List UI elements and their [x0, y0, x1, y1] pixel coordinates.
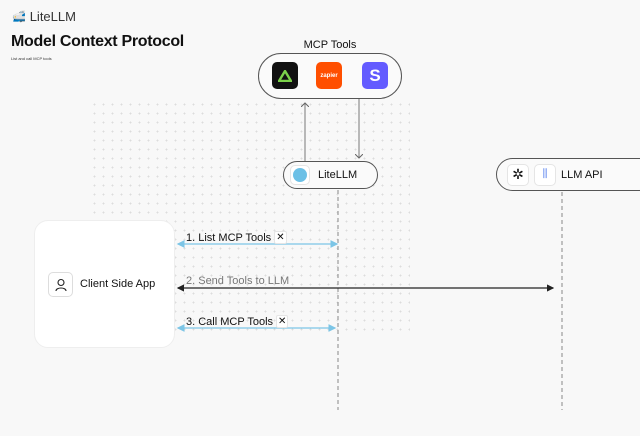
- stripe-icon: S: [362, 62, 388, 89]
- llama-index-icon: ⫼: [534, 163, 556, 186]
- client-side-app-label: Client Side App: [80, 278, 156, 290]
- mcp-tools-title: MCP Tools: [303, 39, 357, 51]
- brand: 🚅 LiteLLM: [12, 9, 76, 24]
- litellm-logo-icon: [290, 165, 310, 185]
- user-icon: [48, 272, 73, 297]
- litellm-logo-icon: 🚅: [12, 11, 26, 23]
- step-3-label: 3. Call MCP Tools ✕: [186, 315, 289, 328]
- openai-icon: ✲: [507, 163, 529, 186]
- page-subtitle: List and call MCP tools: [11, 56, 52, 61]
- llm-api-node: ✲ ⫼ LLM API: [496, 158, 640, 191]
- zapier-icon: zapier: [316, 62, 342, 89]
- arcade-icon: [272, 62, 298, 89]
- step-2-label: 2. Send Tools to LLM: [186, 275, 290, 287]
- step-1-label: 1. List MCP Tools ✕: [186, 231, 287, 244]
- tools-icon: ✕: [274, 231, 287, 244]
- tools-icon: ✕: [276, 315, 289, 328]
- page-title: Model Context Protocol: [11, 33, 184, 50]
- litellm-node: LiteLLM: [283, 161, 378, 189]
